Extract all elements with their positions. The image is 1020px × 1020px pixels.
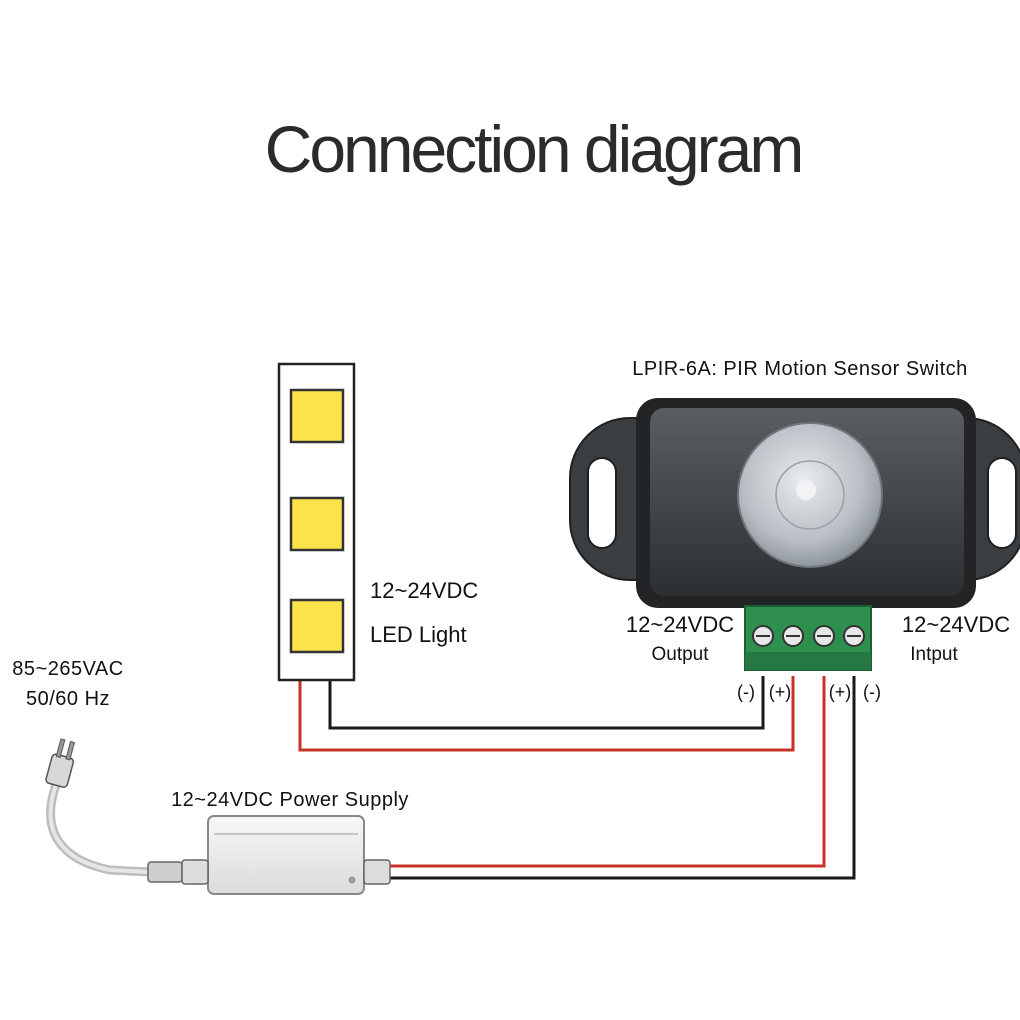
page-title: Connection diagram xyxy=(265,112,802,186)
wire-led-negative xyxy=(328,676,765,730)
pir-sensor xyxy=(569,398,1020,671)
wires xyxy=(46,676,856,880)
terminal-input-negative: (-) xyxy=(863,682,881,702)
terminal-input-positive: (+) xyxy=(829,682,852,702)
output-voltage-label: 12~24VDC xyxy=(626,612,734,637)
ac-plug-icon xyxy=(45,738,76,788)
ac-cable xyxy=(46,780,155,877)
mount-hole-left xyxy=(587,457,617,549)
led-chip xyxy=(289,496,345,552)
input-label: Intput xyxy=(910,644,958,665)
mount-hole-right xyxy=(987,457,1017,549)
terminal-output-negative: (-) xyxy=(737,682,755,702)
psu-output-connector xyxy=(363,859,391,885)
led-chip xyxy=(289,388,345,444)
psu-input-connector xyxy=(147,861,183,883)
wire-psu-positive xyxy=(390,676,826,868)
input-voltage-label: 12~24VDC xyxy=(902,612,1010,637)
power-supply xyxy=(147,815,391,895)
sensor-title: LPIR-6A: PIR Motion Sensor Switch xyxy=(632,358,968,380)
terminal-output-positive: (+) xyxy=(769,682,792,702)
led-voltage-label: 12~24VDC xyxy=(370,578,478,603)
mains-frequency-label: 50/60 Hz xyxy=(26,688,110,710)
wire-psu-negative xyxy=(390,676,856,880)
led-chip xyxy=(289,598,345,654)
wire-led-positive xyxy=(298,676,795,752)
led-light-label: LED Light xyxy=(370,622,467,647)
power-supply-label: 12~24VDC Power Supply xyxy=(171,789,409,811)
output-label: Output xyxy=(651,644,709,665)
led-strip xyxy=(277,362,356,682)
mains-voltage-label: 85~265VAC xyxy=(12,658,123,680)
